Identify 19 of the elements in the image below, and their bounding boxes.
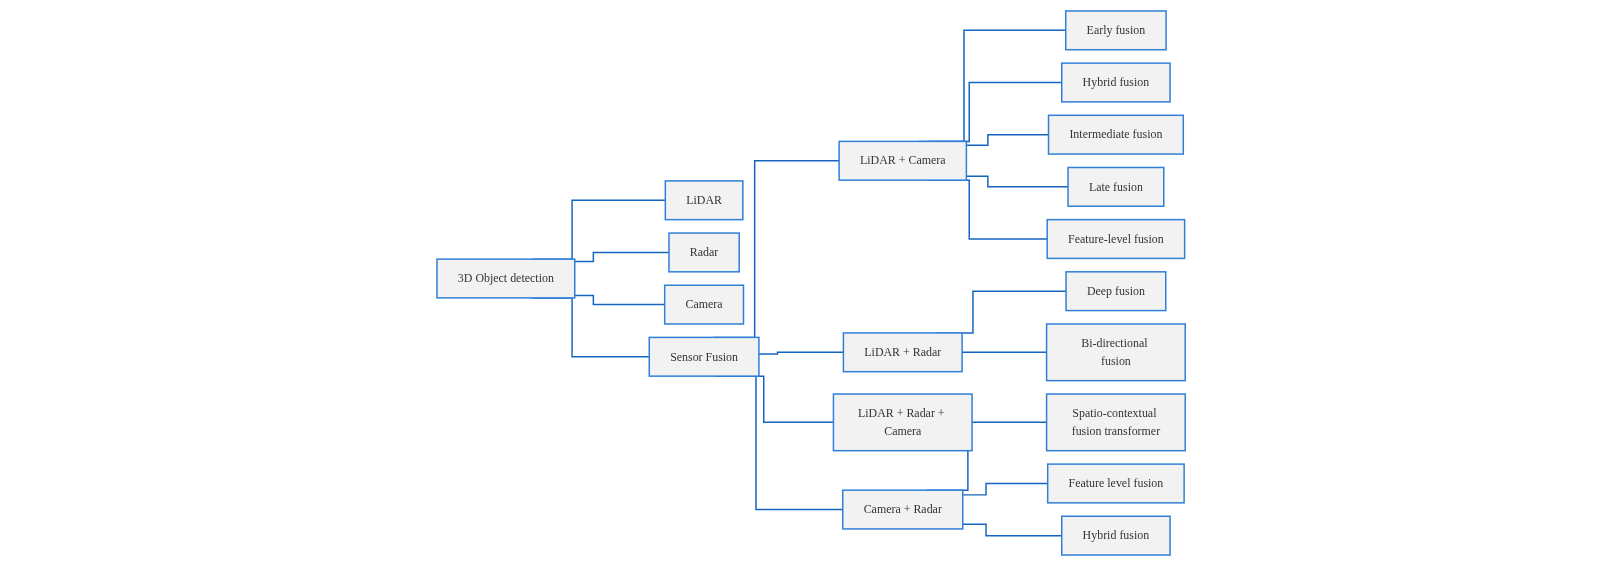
node-box: Intermediate fusion bbox=[1047, 114, 1184, 155]
node-box: Hybrid fusion bbox=[1060, 62, 1171, 103]
node-box: Camera bbox=[663, 284, 745, 325]
node-box: Early fusion bbox=[1064, 10, 1167, 51]
node-box: LiDAR bbox=[664, 180, 744, 221]
node-box: 3D Object detection bbox=[436, 258, 576, 299]
node-box: Camera + Radar bbox=[841, 489, 964, 530]
node-box: LiDAR + Camera bbox=[838, 140, 968, 181]
node-box: Spatio-contextual fusion transformer bbox=[1045, 393, 1186, 452]
node-box: Radar bbox=[668, 232, 740, 273]
node-box: Late fusion bbox=[1067, 166, 1165, 207]
node-box: Bi-directional fusion bbox=[1045, 323, 1186, 382]
node-box: Sensor Fusion bbox=[648, 336, 760, 377]
node-box: Feature-level fusion bbox=[1046, 218, 1186, 260]
node-box: Deep fusion bbox=[1065, 271, 1167, 312]
node-box: LiDAR + Radar bbox=[842, 332, 963, 373]
node-box: Hybrid fusion bbox=[1060, 515, 1171, 556]
node-box: LiDAR + Radar + Camera bbox=[832, 393, 973, 452]
node-box: Feature level fusion bbox=[1046, 463, 1185, 504]
